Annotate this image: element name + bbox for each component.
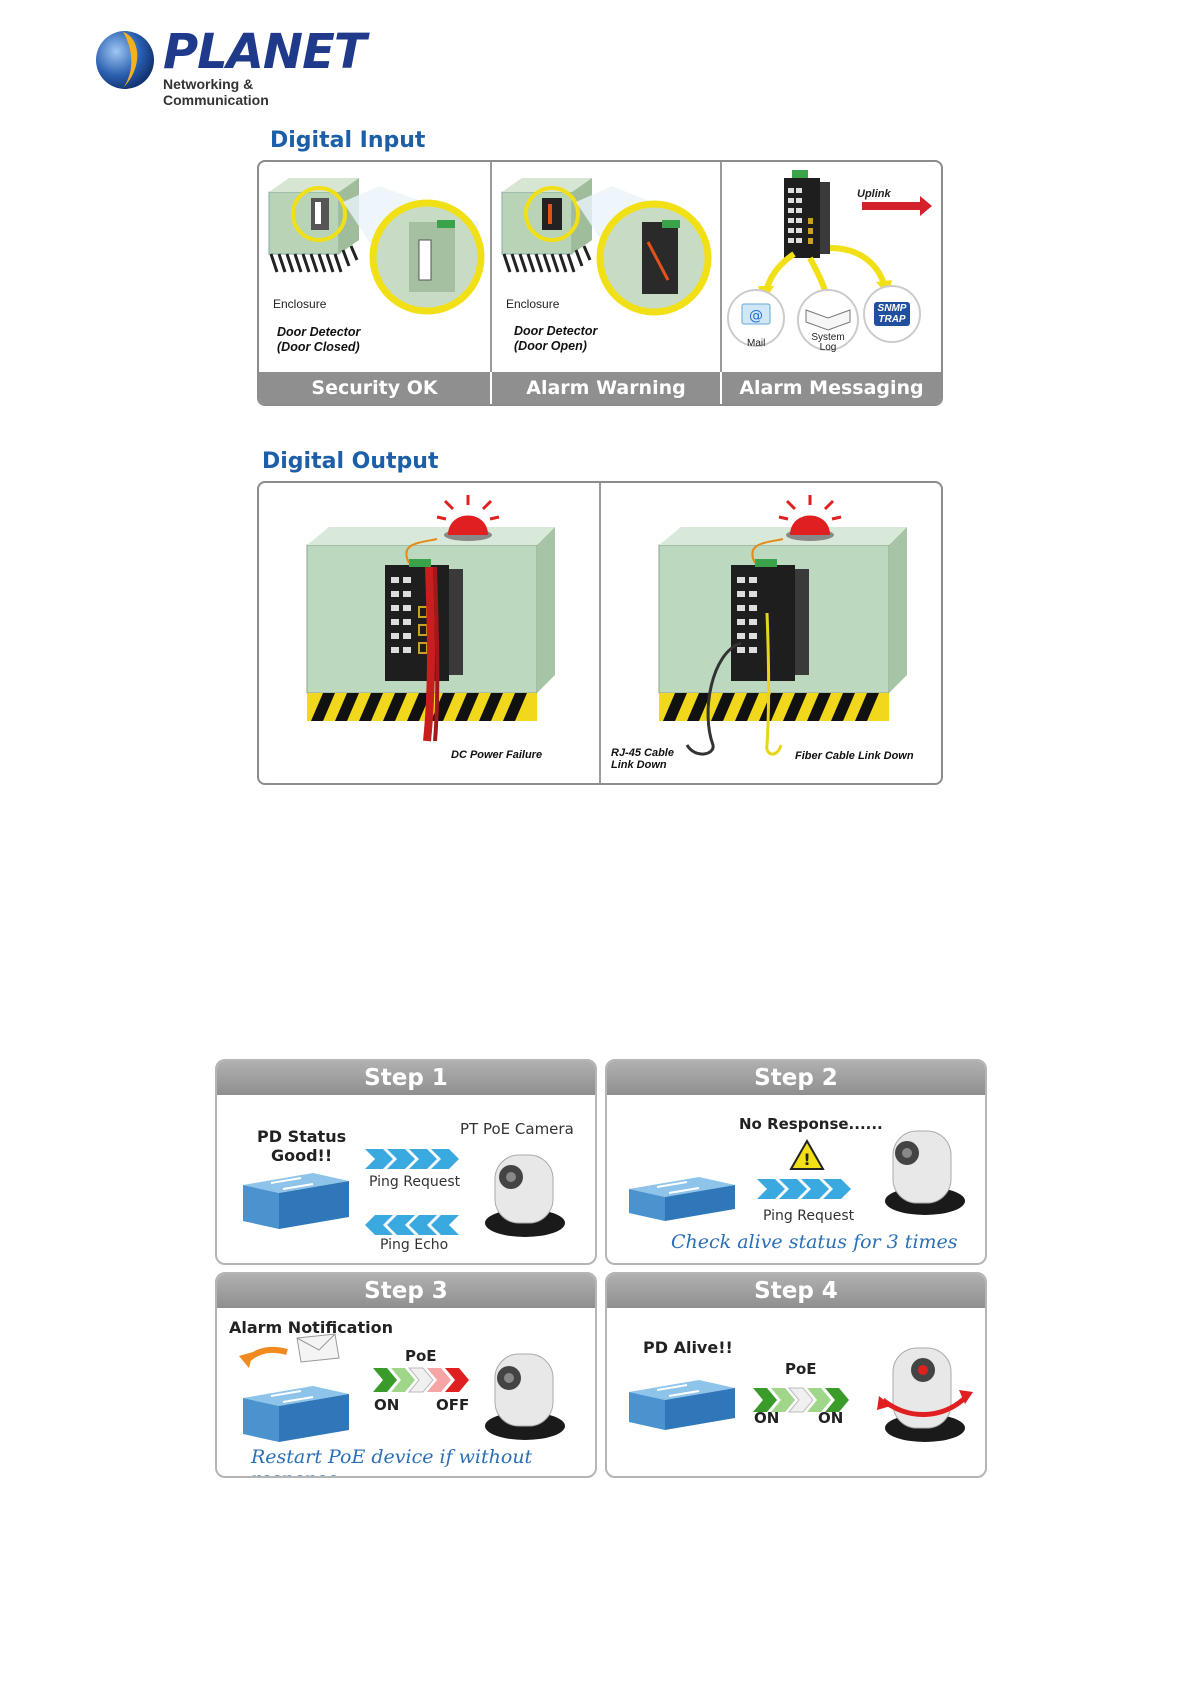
- step-1-panel: Step 1 PD Status Good!! PT PoE Camera Pi…: [215, 1059, 597, 1265]
- link-down-cell: RJ-45 Cable Link Down Fiber Cable Link D…: [601, 483, 941, 783]
- step-4-panel: Step 4 PD Alive!! PoE ON ON: [605, 1272, 987, 1478]
- alarm-messaging-label: Alarm Messaging: [739, 377, 924, 399]
- fiber-link-down-label: Fiber Cable Link Down: [795, 750, 914, 762]
- snmp-line2: TRAP: [878, 314, 906, 325]
- step-1-illustration: [243, 1149, 565, 1237]
- step-2-header: Step 2: [607, 1061, 985, 1095]
- poe-on-label-1: ON: [754, 1409, 780, 1427]
- divider: [720, 162, 722, 404]
- alarm-notification-label: Alarm Notification: [229, 1318, 393, 1337]
- footer-divider: [490, 372, 492, 404]
- step-4-header: Step 4: [607, 1274, 985, 1308]
- mail-label: Mail: [747, 338, 766, 349]
- poe-label: PoE: [405, 1347, 437, 1365]
- system-log-label: System Log: [811, 333, 845, 353]
- poe-on-label-2: ON: [818, 1409, 844, 1427]
- door-detector-label: Door Detector: [277, 325, 361, 339]
- pd-status-line2: Good!!: [270, 1146, 333, 1165]
- enclosure-closed-illustration: [268, 178, 485, 315]
- dc-power-failure-illustration: [306, 495, 555, 742]
- digital-output-title: Digital Output: [262, 449, 439, 474]
- door-state-label: (Door Closed): [277, 340, 360, 354]
- divider: [490, 162, 492, 404]
- check-alive-note: Check alive status for 3 times: [671, 1231, 958, 1253]
- digital-output-panel: DC Power Failure: [257, 481, 943, 785]
- door-state-label: (Door Open): [514, 339, 587, 353]
- snmp-trap-label: SNMP TRAP: [874, 303, 910, 325]
- door-open-cell: Enclosure Door Detector (Door Open): [492, 162, 720, 404]
- pd-alive-label: PD Alive!!: [643, 1338, 733, 1357]
- ping-request-label: Ping Request: [369, 1174, 461, 1190]
- divider: [599, 483, 601, 783]
- planet-logo: PLANET Networking & Communication: [93, 24, 367, 108]
- globe-logo-icon: [96, 31, 154, 89]
- digital-input-title: Digital Input: [270, 128, 426, 153]
- poe-on-label: ON: [374, 1396, 400, 1414]
- link-down-illustration: [658, 495, 907, 756]
- rj45-line2: Link Down: [611, 759, 667, 771]
- step-3-header: Step 3: [217, 1274, 595, 1308]
- uplink-label: Uplink: [857, 188, 891, 200]
- door-closed-cell: Enclosure Door Detector (Door Closed): [259, 162, 490, 404]
- poe-label: PoE: [785, 1360, 817, 1378]
- step-2-panel: Step 2 ! No Response...... Ping Request …: [605, 1059, 987, 1265]
- system-log-line1: System: [811, 332, 845, 343]
- step-2-illustration: !: [629, 1130, 965, 1221]
- ping-echo-label: Ping Echo: [380, 1237, 449, 1253]
- logo-tagline: Networking & Communication: [163, 76, 269, 108]
- door-detector-label: Door Detector: [514, 324, 598, 338]
- rj45-line1: RJ-45 Cable: [611, 747, 674, 759]
- no-response-label: No Response......: [739, 1115, 883, 1133]
- restart-poe-note: Restart PoE device if without response: [251, 1446, 533, 1476]
- step-3-illustration: [239, 1333, 565, 1442]
- enclosure-label: Enclosure: [506, 297, 560, 311]
- digital-input-footer: Security OK Alarm Warning Alarm Messagin…: [259, 372, 941, 404]
- alarm-warning-label: Alarm Warning: [526, 377, 686, 399]
- footer-divider: [720, 372, 722, 404]
- ping-request-label: Ping Request: [763, 1208, 855, 1224]
- step-4-illustration: [629, 1347, 973, 1442]
- pt-poe-camera-label: PT PoE Camera: [460, 1120, 574, 1138]
- enclosure-open-illustration: [501, 178, 712, 316]
- digital-input-panel: Enclosure Door Detector (Door Closed) E: [257, 160, 943, 406]
- alarm-messaging-cell: @ Uplink Mail System Log SNMP TRAP: [722, 162, 941, 404]
- svg-text:!: !: [803, 1150, 810, 1169]
- security-ok-label: Security OK: [311, 377, 438, 399]
- rj45-link-down-label: RJ-45 Cable Link Down: [611, 747, 674, 771]
- svg-text:@: @: [749, 308, 763, 324]
- alarm-messaging-illustration: @: [727, 170, 932, 351]
- enclosure-label: Enclosure: [273, 297, 327, 311]
- poe-off-label: OFF: [436, 1396, 470, 1414]
- dc-power-failure-cell: DC Power Failure: [259, 483, 599, 783]
- pd-status-label: PD Status Good!!: [257, 1127, 346, 1165]
- pd-status-line1: PD Status: [257, 1127, 347, 1146]
- dc-power-failure-label: DC Power Failure: [451, 749, 543, 761]
- system-log-line2: Log: [819, 342, 837, 353]
- logo-wordmark: PLANET: [163, 24, 367, 80]
- snmp-line1: SNMP: [877, 303, 907, 314]
- step-1-header: Step 1: [217, 1061, 595, 1095]
- step-3-panel: Step 3 Alarm Notification PoE ON OFF Res…: [215, 1272, 597, 1478]
